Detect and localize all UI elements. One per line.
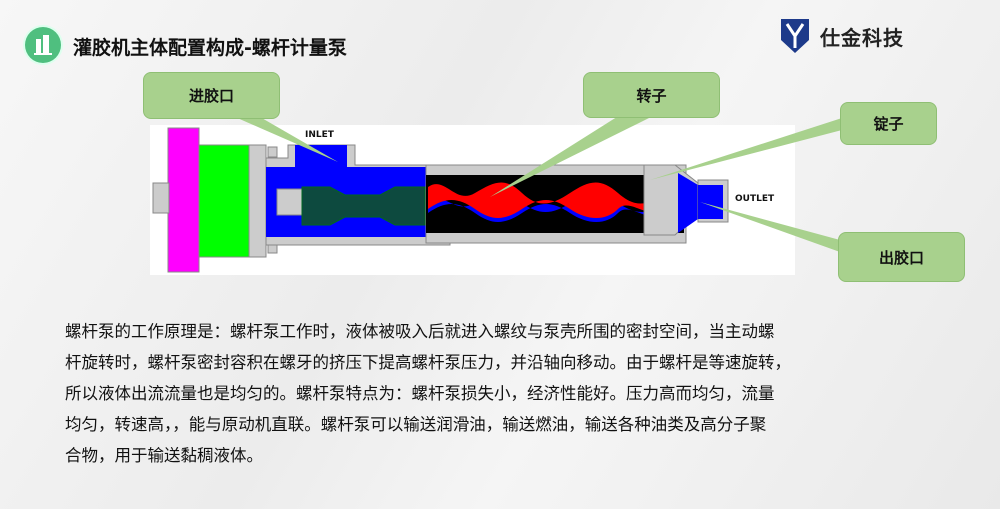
callout-rotor: 转子 xyxy=(583,72,720,118)
rotor xyxy=(428,182,678,218)
inlet-label: INLET xyxy=(305,130,335,140)
screw-pump-diagram: INLET OUTLET xyxy=(150,125,795,275)
page-title: 灌胶机主体配置构成-螺杆计量泵 xyxy=(73,37,347,59)
description-line: 均匀，转速高，，能与原动机直联。螺杆泵可以输送润滑油，输送燃油，输送各种油类及高… xyxy=(65,415,767,434)
callout-inlet: 进胶口 xyxy=(143,72,280,119)
outlet-port xyxy=(698,185,723,219)
company-logo: 仕金科技 xyxy=(780,18,904,54)
description-line: 杆旋转时，螺杆泵密封容积在螺牙的挤压下提高螺杆泵压力，并沿轴向移动。由于螺杆是等… xyxy=(65,353,791,372)
description-line: 所以液体出流流量也是均匀的。螺杆泵特点为：螺杆泵损失小，经济性能好。压力高而均匀… xyxy=(65,384,775,403)
outlet-label: OUTLET xyxy=(735,194,775,204)
motor-flange xyxy=(167,127,200,273)
logo-text: 仕金科技 xyxy=(820,25,904,50)
shaft-end xyxy=(152,182,170,214)
coupling-rod xyxy=(301,186,426,226)
callout-stator: 锭子 xyxy=(840,102,937,145)
description-line: 合物，用于输送黏稠液体。 xyxy=(65,446,263,465)
description-line: 螺杆泵的工作原理是：螺杆泵工作时，液体被吸入后就进入螺纹与泵壳所围的密封空间，当… xyxy=(65,322,775,341)
logo-shield-icon xyxy=(781,19,809,53)
building-chart-icon xyxy=(25,27,61,63)
description-paragraph: 螺杆泵的工作原理是：螺杆泵工作时，液体被吸入后就进入螺纹与泵壳所围的密封空间，当… xyxy=(65,316,925,471)
callout-outlet: 出胶口 xyxy=(838,232,965,282)
outlet-cone xyxy=(678,173,698,233)
